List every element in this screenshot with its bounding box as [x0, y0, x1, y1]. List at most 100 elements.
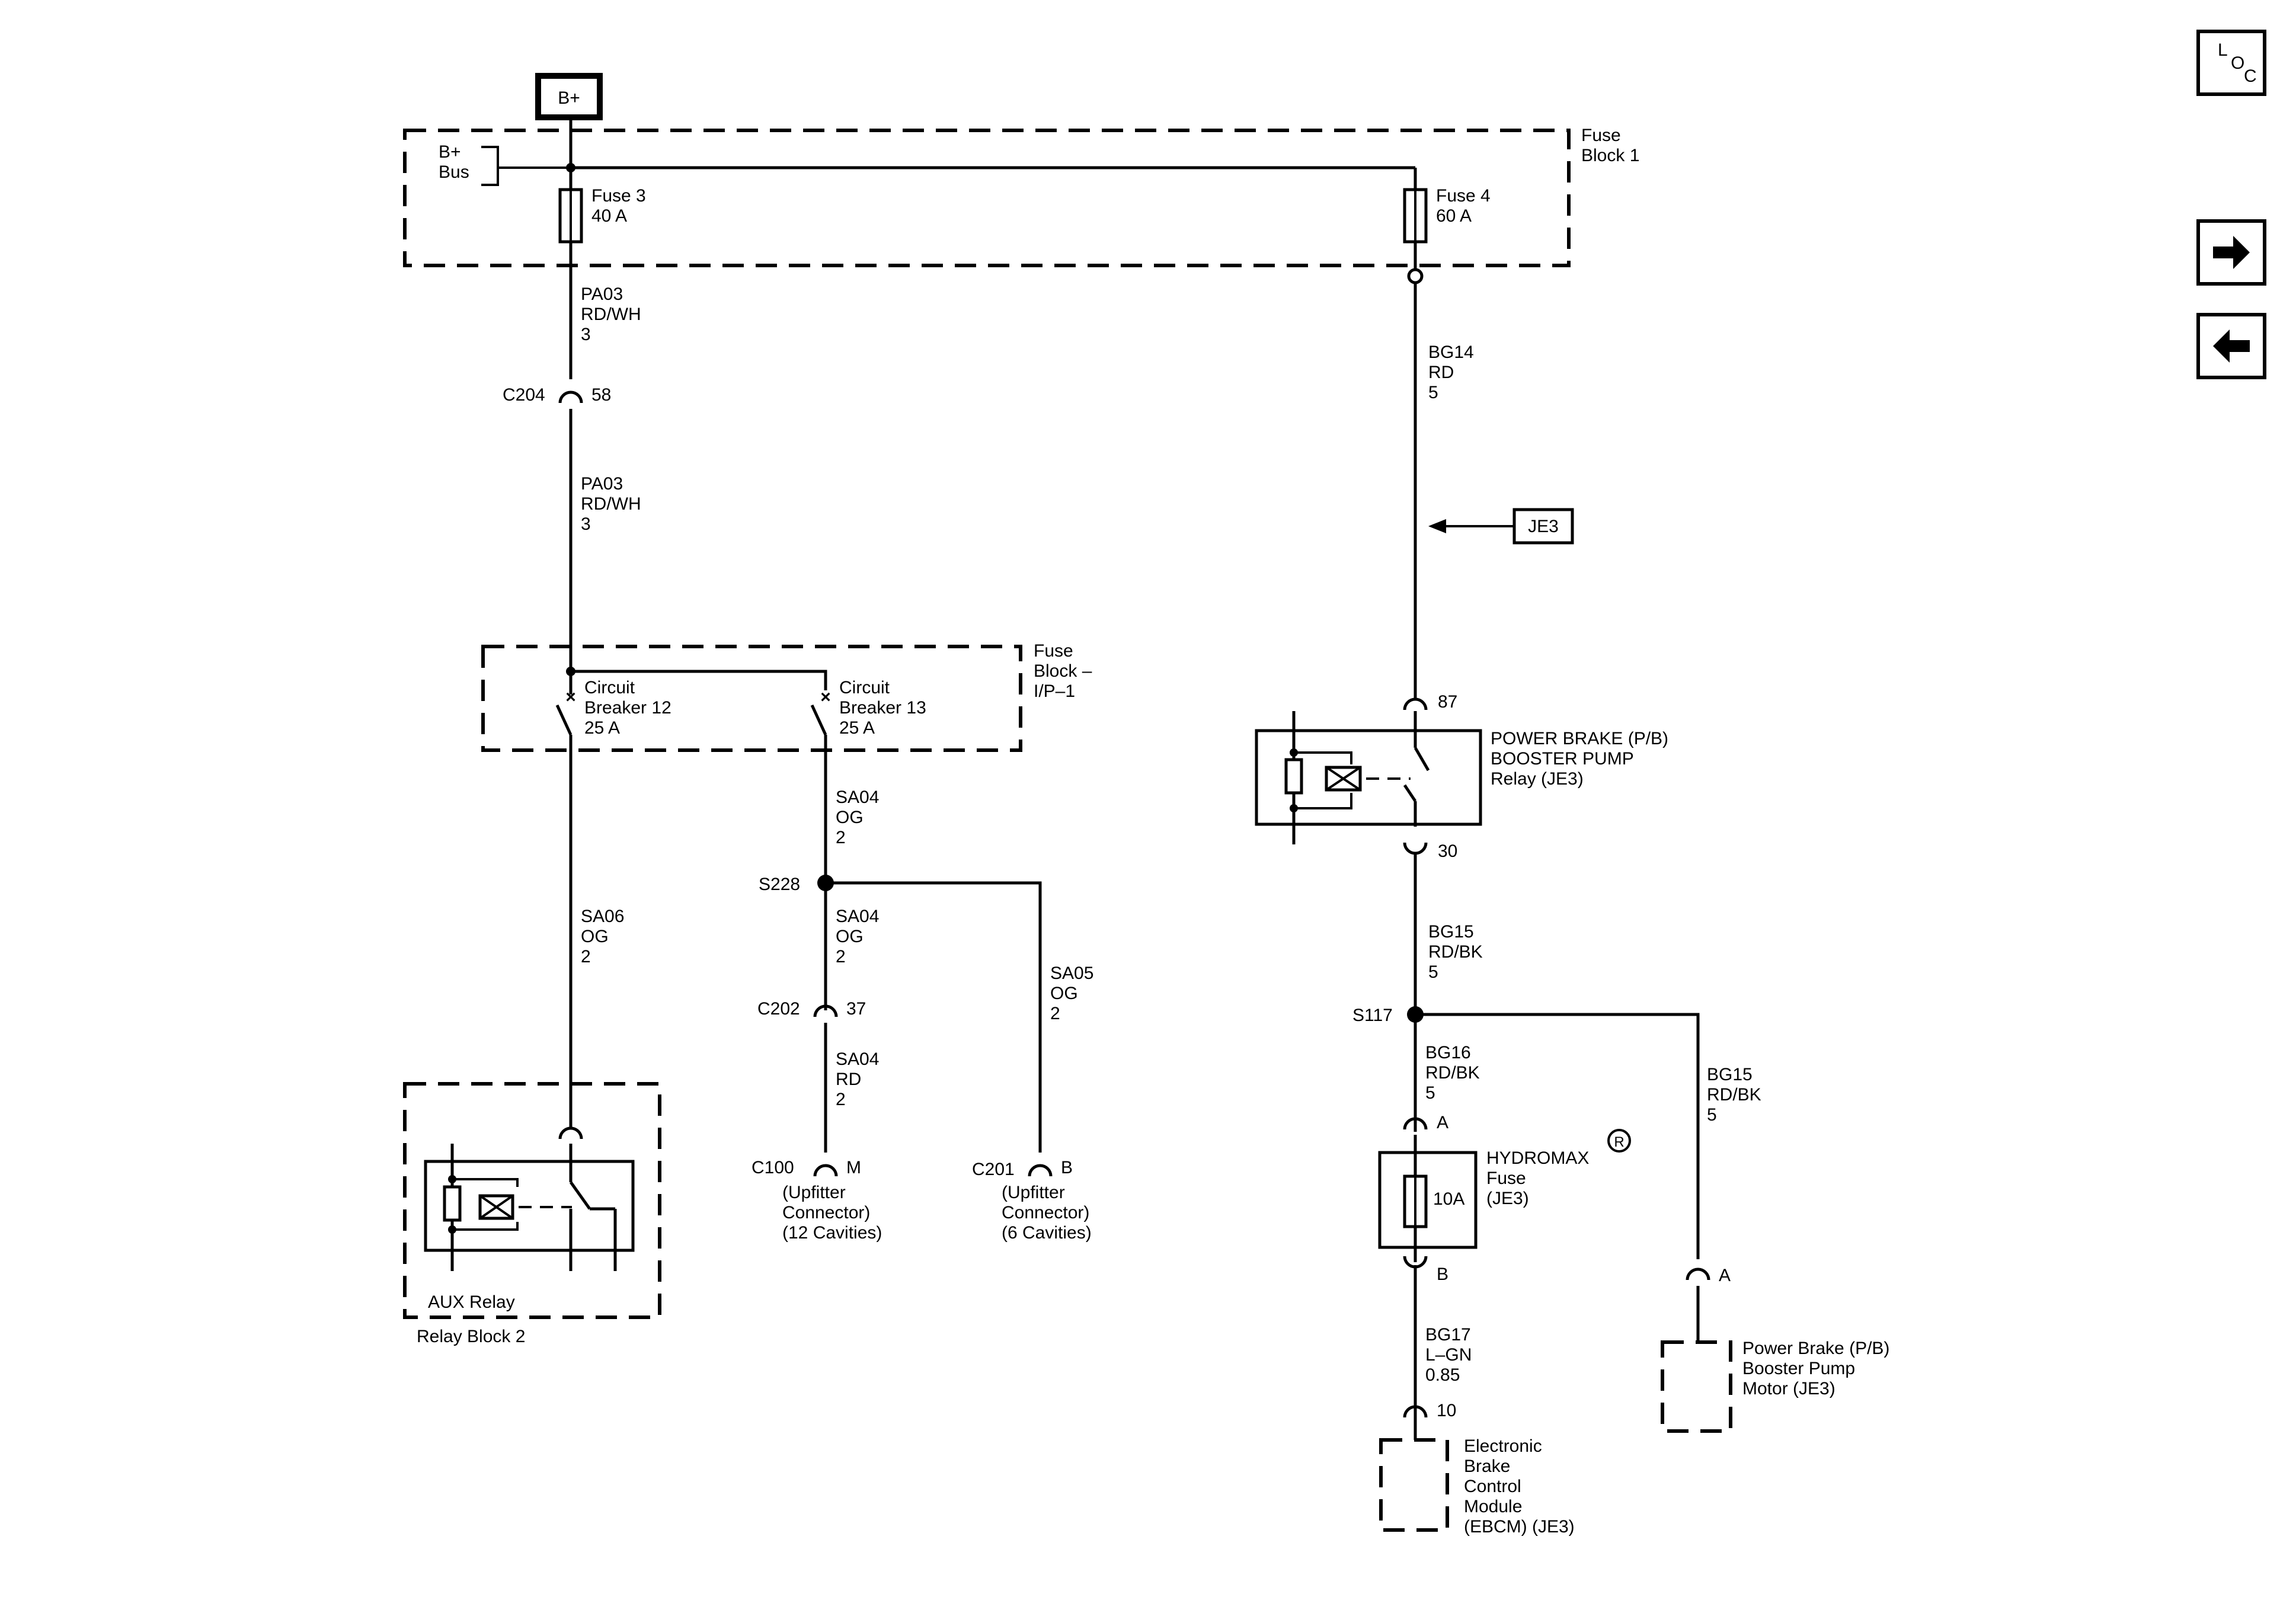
s117-label: S117 [1352, 1006, 1393, 1025]
bplus-terminal: B+ [535, 73, 603, 120]
sa04b-circuit: SA04 [836, 907, 879, 926]
bg15a-color: RD/BK [1428, 942, 1483, 962]
c100-label: C100 [752, 1158, 794, 1177]
sa04c-circuit: SA04 [836, 1049, 879, 1069]
sa06-color: OG [581, 927, 609, 946]
svg-text:×: × [820, 687, 831, 707]
sa04b-color: OG [836, 927, 864, 946]
s228-label: S228 [759, 875, 800, 894]
pb-motor-l3: Motor (JE3) [1742, 1379, 1835, 1398]
registered-mark-icon [1607, 1129, 1631, 1153]
arrow-right-icon [2213, 236, 2250, 269]
fuse-block-ip1-l1: Fuse [1034, 641, 1073, 661]
fuse-block-ip1-l2: Block – [1034, 661, 1092, 681]
bplus-label: B+ [558, 88, 580, 108]
sa04b-gauge: 2 [836, 947, 846, 966]
connector-c204: C204 58 [503, 385, 611, 421]
sa05-wire [826, 881, 1042, 1153]
loc-letter-c: C [2244, 66, 2257, 86]
connector-c100: C100 M (Upfitter Connector) (12 Cavities… [752, 1158, 882, 1243]
loc-letter-l: L [2218, 40, 2228, 60]
bg17-color: L–GN [1425, 1345, 1472, 1365]
bg15b-circuit: BG15 [1707, 1065, 1753, 1084]
sa04c-color: RD [836, 1070, 861, 1089]
je3-reference: JE3 [1428, 508, 1574, 545]
sa05-circuit: SA05 [1050, 964, 1093, 983]
hydromax-l3: (JE3) [1486, 1189, 1529, 1208]
c204-label: C204 [503, 385, 545, 405]
hydromax-fuse: A 10A HYDROMAX Fuse (JE3) R B [1378, 1113, 1631, 1284]
bg15a-circuit: BG15 [1428, 922, 1474, 942]
sa04a-color: OG [836, 808, 864, 827]
c202-label: C202 [757, 999, 800, 1019]
bus-label-l2: Bus [439, 162, 469, 182]
loc-button[interactable]: L O C [2196, 30, 2266, 96]
bg16-gauge: 5 [1425, 1083, 1435, 1103]
back-button[interactable] [2196, 313, 2266, 379]
ebcm: 10 Electronic Brake Control Module (EBCM… [1379, 1401, 1575, 1537]
fuse-4-rating: 60 A [1436, 206, 1472, 226]
registered-mark: R [1614, 1134, 1624, 1150]
pb-motor-l1: Power Brake (P/B) [1742, 1339, 1889, 1358]
bg16-circuit: BG16 [1425, 1043, 1471, 1062]
ip1-bus [571, 670, 827, 690]
splice-s117: S117 [1352, 1006, 1424, 1025]
cb12-l2: Breaker 12 [584, 698, 671, 718]
splice-s228: S228 [759, 875, 834, 894]
hydromax-pin-a: A [1437, 1113, 1448, 1132]
c100-desc-l3: (12 Cavities) [782, 1223, 882, 1243]
bplus-bus: B+ Bus [439, 142, 1417, 190]
ebcm-l4: Module [1464, 1497, 1522, 1516]
hydromax-rating: 10A [1433, 1189, 1464, 1209]
sa04a-circuit: SA04 [836, 788, 879, 807]
circuit-breaker-12: × Circuit Breaker 12 25 A [555, 671, 671, 750]
pa03-bot-color: RD/WH [581, 494, 641, 514]
bg17-circuit: BG17 [1425, 1325, 1471, 1345]
pb-relay-l1: POWER BRAKE (P/B) [1491, 729, 1668, 748]
arrow-left-icon [2213, 329, 2250, 363]
c202-pin: 37 [846, 999, 866, 1019]
fuse-3-rating: 40 A [591, 206, 627, 226]
ebcm-l1: Electronic [1464, 1436, 1542, 1456]
hydromax-l1: HYDROMAX [1486, 1148, 1589, 1168]
hydromax-pin-b: B [1437, 1265, 1448, 1284]
bg17-gauge: 0.85 [1425, 1365, 1460, 1385]
c201-desc-l2: Connector) [1002, 1203, 1089, 1222]
pa03-top-gauge: 3 [581, 325, 591, 344]
cb13-l1: Circuit [839, 678, 890, 697]
fuse-block-1-label-l2: Block 1 [1581, 146, 1639, 165]
c201-label: C201 [972, 1160, 1015, 1179]
connector-c201: C201 B (Upfitter Connector) (6 Cavities) [972, 1158, 1092, 1243]
pa03-top-circuit: PA03 [581, 284, 623, 304]
cb12-l3: 25 A [584, 718, 620, 738]
c201-desc-l3: (6 Cavities) [1002, 1223, 1092, 1243]
bg15b-color: RD/BK [1707, 1085, 1761, 1105]
cb12-l1: Circuit [584, 678, 635, 697]
motor-pin-a: A [1719, 1266, 1731, 1285]
forward-button[interactable] [2196, 219, 2266, 286]
fuse-3: Fuse 3 40 A [558, 186, 646, 244]
bg14-color: RD [1428, 363, 1454, 382]
power-brake-relay: 87 POWER BRAKE (P/B) BOOSTER PUMP Relay … [1255, 692, 1668, 861]
c201-pin: B [1061, 1158, 1073, 1177]
fuse-block-1-label-l1: Fuse [1581, 126, 1621, 145]
ebcm-l3: Control [1464, 1477, 1521, 1496]
pa03-bot-gauge: 3 [581, 514, 591, 534]
fuse-block-ip1-l3: I/P–1 [1034, 681, 1075, 701]
sa05-gauge: 2 [1050, 1004, 1060, 1023]
bg14-gauge: 5 [1428, 383, 1438, 402]
bg14-circuit: BG14 [1428, 343, 1474, 362]
sa06-circuit: SA06 [581, 907, 624, 926]
sa04a-gauge: 2 [836, 828, 846, 847]
connector-c202: C202 37 [757, 999, 866, 1035]
sa06-gauge: 2 [581, 947, 591, 966]
fuse-4: Fuse 4 60 A [1403, 186, 1491, 244]
circuit-breaker-13: × Circuit Breaker 13 25 A [810, 678, 926, 750]
relay-block-2: Relay Block 2 AUX Relay [403, 1082, 661, 1346]
c100-desc-l1: (Upfitter [782, 1183, 846, 1202]
cb13-l2: Breaker 13 [839, 698, 926, 718]
fuse-block-1-outline [403, 129, 1571, 267]
cb13-l3: 25 A [839, 718, 875, 738]
c201-desc-l1: (Upfitter [1002, 1183, 1065, 1202]
